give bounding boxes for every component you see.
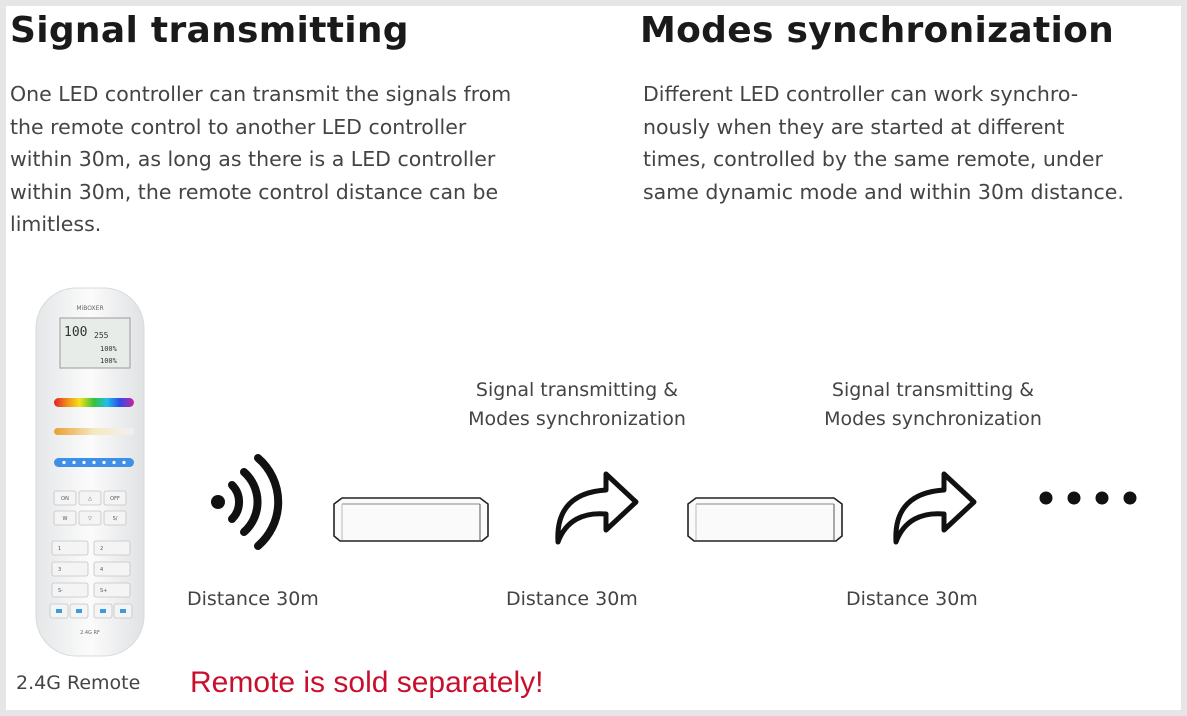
description-line: the remote control to another LED contro… [10,114,467,139]
remote-zone-label: S- [58,588,63,594]
remote-caption: 2.4G Remote [16,672,141,694]
product-infographic: Signal transmitting One LED controller c… [6,6,1181,710]
modes-synchronization-description: Different LED controller can work synchr… [643,78,1124,208]
remote-lcd-value: 100% [100,357,118,365]
remote-button-label: W [63,516,68,522]
remote-footer-brand: 2.4G RF [80,630,100,636]
remote-brand: MiBOXER [76,305,103,312]
led-controller-image [333,497,489,542]
remote-zone-label: 4 [100,567,103,573]
modes-synchronization-title: Modes synchronization [640,10,1115,51]
distance-label: Distance 30m [846,588,978,610]
led-controller-image [687,497,843,542]
distance-label: Distance 30m [187,588,319,610]
ellipsis-icon [1039,491,1137,505]
remote-button-label: △ [88,496,92,502]
forward-arrow-icon [555,471,639,545]
remote-zone-label: S+ [100,588,107,594]
remote-button-label: ON [61,496,69,502]
remote-lcd-value: 255 [94,331,109,340]
description-line: within 30m, as long as there is a LED co… [10,147,496,171]
remote-zone-label: 3 [58,567,61,573]
remote-lcd-main: 100 [64,325,87,340]
distance-label: Distance 30m [506,588,638,610]
remote-lcd-value: 100% [100,345,118,353]
description-line: times, controlled by the same remote, un… [643,147,1103,171]
description-line: limitless. [10,212,102,236]
remote-zone-label: 1 [58,546,61,552]
remote-button-label: ▽ [88,516,92,522]
description-line: nously when they are started at differen… [643,114,1065,139]
wireless-signal-icon [211,454,283,550]
remote-button-label: OFF [110,496,120,502]
remote-button-label: S/ [113,516,118,522]
signal-transmitting-description: One LED controller can transmit the sign… [10,78,511,241]
relay-label: Signal transmitting & Modes synchronizat… [824,379,1042,430]
forward-arrow-icon [893,471,977,545]
sold-separately-notice: Remote is sold separately! [190,666,544,699]
description-line: Different LED controller can work synchr… [643,82,1079,106]
signal-transmitting-title: Signal transmitting [10,10,409,51]
description-line: same dynamic mode and within 30m distanc… [643,179,1124,204]
description-line: within 30m, the remote control distance … [10,179,499,204]
relay-label: Signal transmitting & Modes synchronizat… [468,379,686,430]
description-line: One LED controller can transmit the sign… [10,82,512,106]
remote-zone-label: 2 [100,546,103,552]
remote-control-image: MiBOXER 100 255 100% 100% ON △ OFF W ▽ [35,287,145,657]
